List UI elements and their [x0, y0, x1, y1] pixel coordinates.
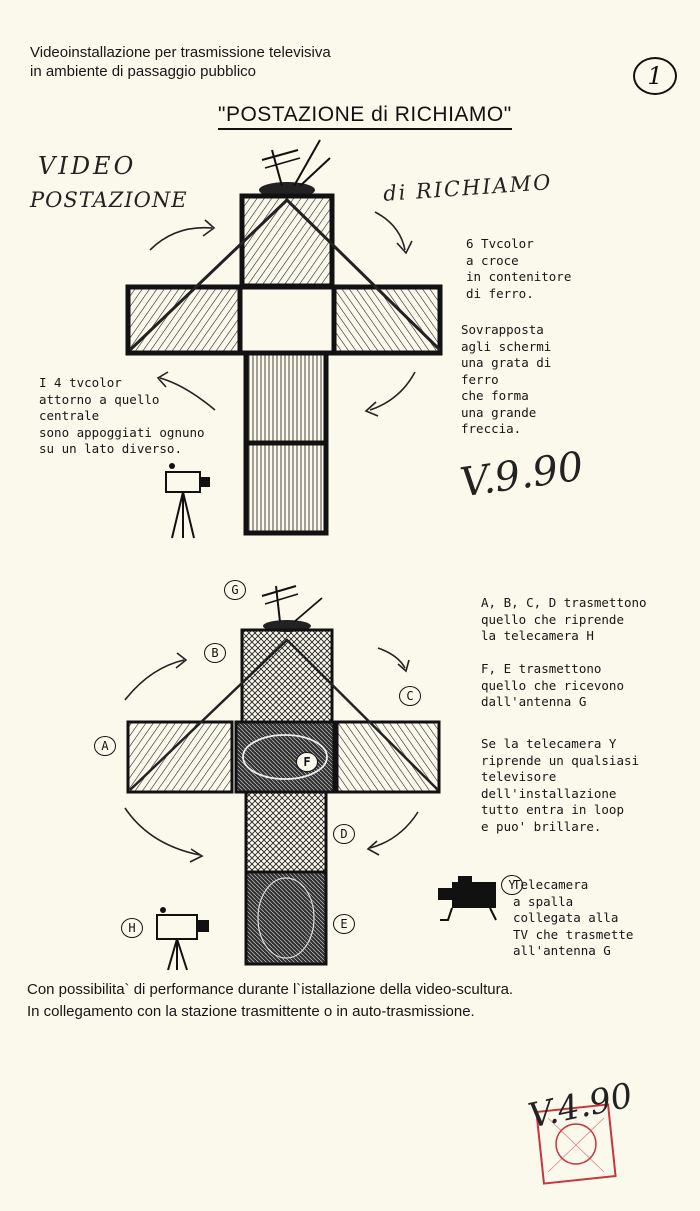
- camera-h-icon: [157, 907, 209, 970]
- label-g: G: [224, 580, 246, 600]
- antenna-icon-2: [262, 586, 322, 632]
- arrow-curve-7: [125, 808, 200, 855]
- arrow-curve-8: [370, 812, 418, 848]
- arrow-curve-2: [375, 212, 405, 250]
- arrow-curve-6: [378, 648, 405, 668]
- label-c: C: [399, 686, 421, 706]
- camera-icon: [166, 463, 210, 538]
- antenna-icon: [259, 140, 330, 198]
- arrow-curve-4: [370, 372, 415, 410]
- label-y: Y: [501, 875, 523, 895]
- camera-y-icon: [438, 876, 496, 920]
- label-h: H: [121, 918, 143, 938]
- label-d: D: [333, 824, 355, 844]
- label-e: E: [333, 914, 355, 934]
- arrow-curve-1: [150, 228, 212, 250]
- cross-installation-2: [128, 586, 439, 964]
- label-a: A: [94, 736, 116, 756]
- label-f: F: [296, 752, 318, 772]
- arrow-curve-3: [160, 378, 215, 410]
- label-b: B: [204, 643, 226, 663]
- arrow-curve-5: [125, 660, 184, 700]
